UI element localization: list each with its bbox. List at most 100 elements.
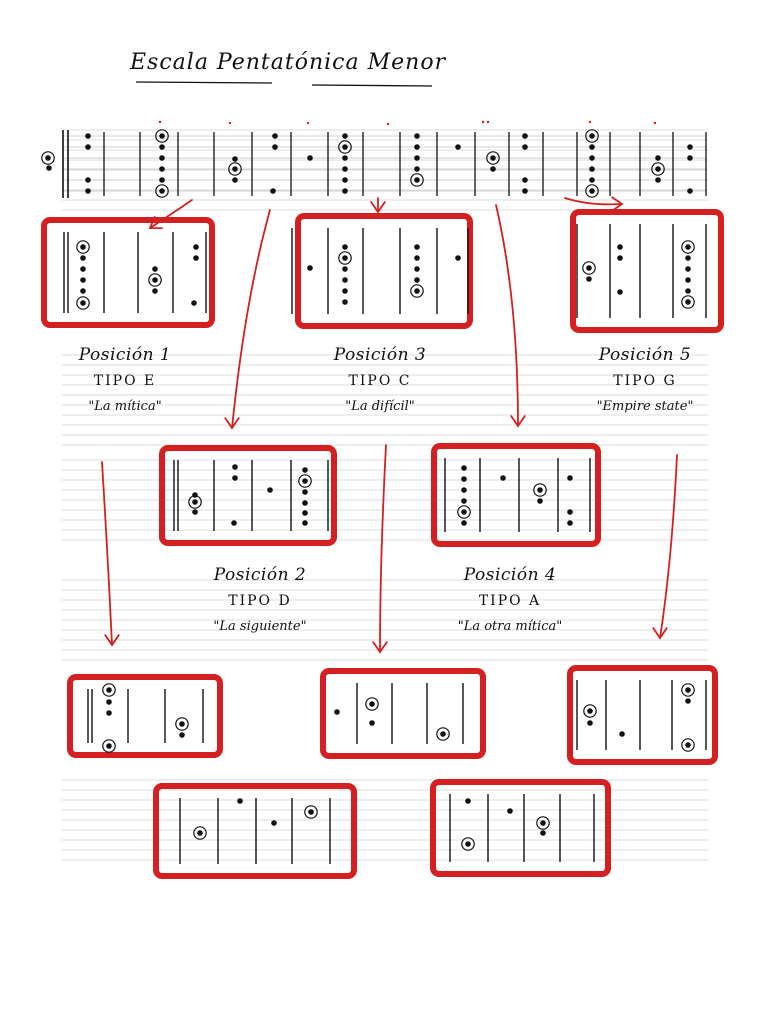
scale-note-dot bbox=[522, 133, 528, 139]
scale-note-dot bbox=[369, 720, 375, 726]
notebook-rules bbox=[62, 129, 708, 861]
red-arrow bbox=[652, 454, 678, 640]
scale-note-dot bbox=[342, 177, 348, 183]
scale-note-dot bbox=[589, 133, 595, 139]
arrow-head bbox=[611, 196, 624, 212]
scale-note-dot bbox=[500, 475, 506, 481]
scale-note-dot bbox=[237, 798, 243, 804]
scale-note-dot bbox=[80, 288, 86, 294]
scale-note-dot bbox=[414, 144, 420, 150]
scale-note-dot bbox=[461, 498, 467, 504]
scale-note-dot bbox=[655, 177, 661, 183]
scale-note-dot bbox=[85, 133, 91, 139]
scale-note-dot bbox=[414, 255, 420, 261]
fret-marker-dot bbox=[653, 121, 657, 125]
scale-note-dot bbox=[191, 300, 197, 306]
scale-note-dot bbox=[159, 133, 165, 139]
scale-note-dot bbox=[461, 476, 467, 482]
scale-note-dot bbox=[152, 266, 158, 272]
scale-note-dot bbox=[685, 288, 691, 294]
caption-position-5: Posición 5 TIPO G "Empire state" bbox=[545, 345, 745, 414]
scale-note-dot bbox=[271, 820, 277, 826]
scale-note-dot bbox=[567, 520, 573, 526]
root-note-ring bbox=[298, 474, 312, 488]
arrow-head bbox=[652, 627, 668, 640]
root-note-ring bbox=[41, 151, 55, 165]
fret-marker-dot bbox=[386, 122, 390, 126]
root-note-ring bbox=[582, 261, 596, 275]
scale-note-dot bbox=[490, 166, 496, 172]
scale-note-dot bbox=[619, 731, 625, 737]
caption-position-2: Posición 2 TIPO D "La siguiente" bbox=[160, 565, 360, 634]
red-arrow bbox=[148, 199, 193, 230]
scale-note-dot bbox=[272, 133, 278, 139]
scale-note-dot bbox=[589, 177, 595, 183]
scale-note-dot bbox=[414, 288, 420, 294]
scale-note-dot bbox=[302, 478, 308, 484]
scale-note-dot bbox=[617, 244, 623, 250]
scale-note-dot bbox=[589, 155, 595, 161]
root-note-ring bbox=[175, 717, 189, 731]
root-note-ring bbox=[585, 184, 599, 198]
root-note-ring bbox=[228, 162, 242, 176]
scale-note-dot bbox=[80, 277, 86, 283]
scale-note-dot bbox=[414, 166, 420, 172]
root-note-ring bbox=[681, 295, 695, 309]
arrow-head bbox=[370, 201, 386, 214]
scale-note-dot bbox=[302, 510, 308, 516]
scale-note-dot bbox=[193, 255, 199, 261]
root-note-ring bbox=[583, 704, 597, 718]
root-note-ring bbox=[681, 240, 695, 254]
red-arrows bbox=[101, 196, 678, 654]
root-note-ring bbox=[148, 273, 162, 287]
position-1-tipo: TIPO E bbox=[93, 373, 157, 389]
root-note-ring bbox=[304, 805, 318, 819]
scale-note-dot bbox=[685, 266, 691, 272]
scale-note-dot bbox=[302, 489, 308, 495]
root-note-ring bbox=[533, 483, 547, 497]
position-5-label: Posición 5 bbox=[598, 345, 692, 365]
scale-note-dot bbox=[685, 698, 691, 704]
scale-note-dot bbox=[617, 255, 623, 261]
root-note-ring bbox=[536, 816, 550, 830]
fret-marker-dot bbox=[228, 121, 232, 125]
scale-note-dot bbox=[308, 809, 314, 815]
title-underline bbox=[135, 81, 433, 87]
scale-note-dot bbox=[687, 144, 693, 150]
red-frame bbox=[567, 665, 718, 765]
scale-note-dot bbox=[455, 255, 461, 261]
full-neck-diagram bbox=[41, 129, 707, 198]
position-5-nick: "Empire state" bbox=[596, 399, 694, 414]
scale-note-dot bbox=[231, 520, 237, 526]
scale-note-dot bbox=[45, 155, 51, 161]
position-2-tipo: TIPO D bbox=[228, 593, 292, 609]
red-frame bbox=[67, 674, 223, 758]
scale-note-dot bbox=[106, 710, 112, 716]
scale-note-dot bbox=[85, 177, 91, 183]
fret-marker-dot bbox=[486, 120, 490, 124]
scale-note-dot bbox=[414, 133, 420, 139]
scale-note-dot bbox=[232, 166, 238, 172]
scale-note-dot bbox=[307, 155, 313, 161]
box-r4-right bbox=[430, 779, 611, 877]
scale-note-dot bbox=[302, 467, 308, 473]
scale-note-dot bbox=[655, 155, 661, 161]
red-frame bbox=[430, 779, 611, 877]
root-note-ring bbox=[193, 826, 207, 840]
root-note-ring bbox=[436, 727, 450, 741]
fret-marker-dot bbox=[481, 120, 485, 124]
scale-note-dot bbox=[80, 300, 86, 306]
scale-note-dot bbox=[159, 166, 165, 172]
scale-note-dot bbox=[540, 830, 546, 836]
position-1-nick: "La mítica" bbox=[88, 399, 162, 414]
scale-note-dot bbox=[540, 820, 546, 826]
position-2-label: Posición 2 bbox=[213, 565, 307, 585]
caption-position-4: Posición 4 TIPO A "La otra mítica" bbox=[410, 565, 610, 634]
box-r3-middle bbox=[320, 668, 486, 759]
scale-note-dot bbox=[80, 255, 86, 261]
scale-note-dot bbox=[192, 492, 198, 498]
arrow-head bbox=[224, 417, 240, 430]
scale-note-dot bbox=[334, 709, 340, 715]
fret-markers bbox=[158, 120, 657, 126]
box-position-5 bbox=[570, 209, 724, 333]
